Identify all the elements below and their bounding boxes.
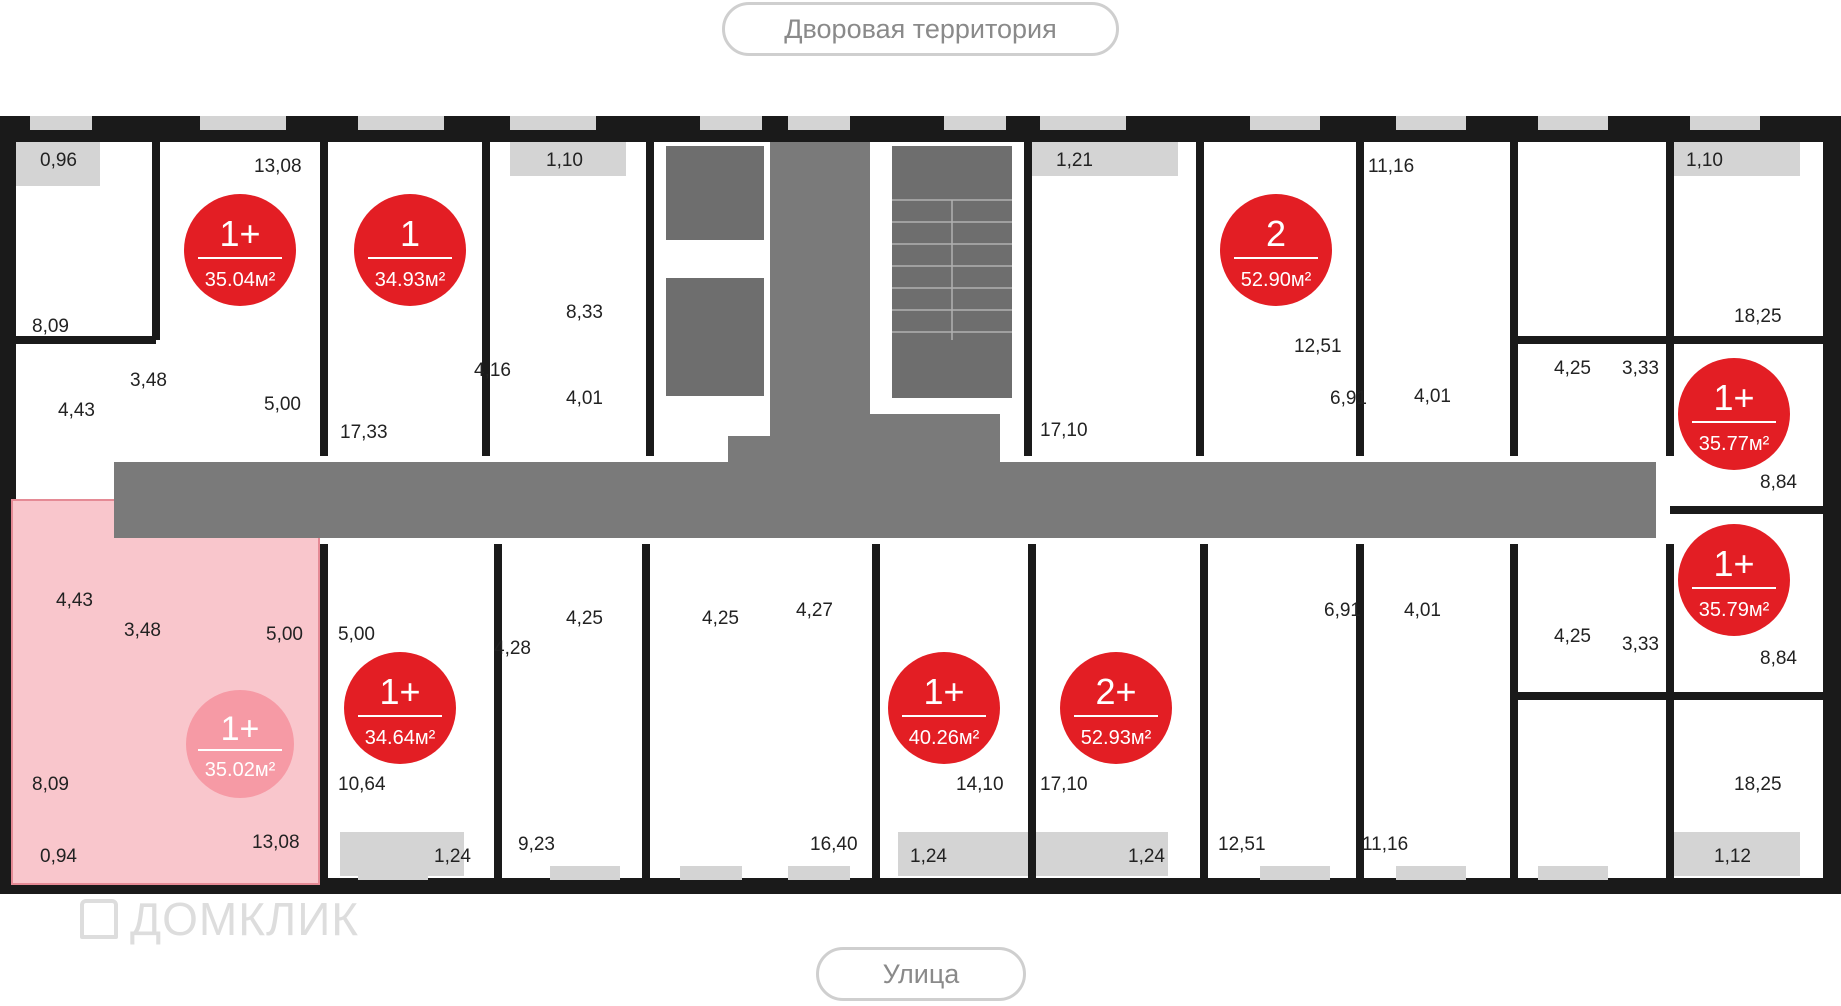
room-area: 4,01 [566,388,603,409]
room-area: 9,23 [518,834,555,855]
apartment-type: 1 [400,213,420,254]
apartment-type: 1+ [221,710,260,748]
watermark: ДОМКЛИК [80,892,359,946]
room-area: 17,10 [1040,420,1088,441]
room-area: 4,01 [1404,600,1441,621]
stair-landing [728,142,1000,462]
room-area-labels: 0,96 13,08 1,10 1,21 11,16 1,10 8,09 8,3… [32,150,1797,867]
apartment-type: 2 [1266,213,1286,254]
room-area: 17,33 [340,422,388,443]
room-area: 10,64 [338,774,386,795]
corridor [114,462,1656,538]
apartment-badge[interactable]: 1+ 40.26м² [888,652,1000,764]
room-area: 4,16 [474,360,511,381]
room-area: 0,96 [40,150,77,171]
apartment-area: 34.93м² [375,269,446,291]
room-area: 5,00 [338,624,375,645]
apartment-type: 1+ [1713,543,1754,584]
room-area: 3,48 [130,370,167,391]
stair-steps [892,199,1012,340]
room-area: 8,33 [566,302,603,323]
apartment-badge[interactable]: 1+ 34.64м² [344,652,456,764]
apartment-area: 52.93м² [1081,727,1152,749]
watermark-text: ДОМКЛИК [130,893,360,945]
room-area: 8,09 [32,316,69,337]
room-area: 8,84 [1760,472,1797,493]
apartment-badge-highlighted[interactable]: 1+ 35.02м² [186,690,294,798]
room-area: 4,28 [494,638,531,659]
room-area: 6,91 [1330,388,1367,409]
apartment-badge[interactable]: 1+ 35.79м² [1678,524,1790,636]
apartment-badge[interactable]: 1 34.93м² [354,194,466,306]
apartment-badge[interactable]: 2 52.90м² [1220,194,1332,306]
room-area: 18,25 [1734,306,1782,327]
room-area: 4,43 [56,590,93,611]
room-area: 13,08 [252,832,300,853]
apartment-badge[interactable]: 2+ 52.93м² [1060,652,1172,764]
room-area: 4,01 [1414,386,1451,407]
room-area: 12,51 [1294,336,1342,357]
room-area: 3,48 [124,620,161,641]
elevator-1 [666,146,764,240]
apartment-badge[interactable]: 1+ 35.77м² [1678,358,1790,470]
room-area: 14,10 [956,774,1004,795]
room-area: 4,27 [796,600,833,621]
apartment-type: 1+ [379,671,420,712]
apartment-type: 2+ [1095,671,1136,712]
room-area: 5,00 [266,624,303,645]
room-area: 1,21 [1056,150,1093,171]
courtyard-label: Дворовая территория [722,2,1119,56]
interior-walls [16,142,1823,878]
room-area: 4,25 [702,608,739,629]
room-area: 13,08 [254,156,302,177]
apartment-badge[interactable]: 1+ 35.04м² [184,194,296,306]
room-area: 11,16 [1362,834,1408,855]
apartment-area: 35.02м² [205,759,276,781]
room-area: 18,25 [1734,774,1782,795]
room-area: 3,33 [1622,358,1659,379]
apartment-area: 40.26м² [909,727,980,749]
room-area: 8,84 [1760,648,1797,669]
room-area: 8,09 [32,774,69,795]
top-windows [30,116,1760,130]
apartment-type: 1+ [1713,377,1754,418]
home-logo-icon [80,899,118,939]
room-area: 1,24 [434,846,471,867]
room-area: 1,10 [546,150,583,171]
room-area: 0,94 [40,846,77,867]
room-area: 11,16 [1368,156,1414,177]
street-label: Улица [816,947,1026,1001]
apartment-type: 1+ [923,671,964,712]
apartment-area: 34.64м² [365,727,436,749]
room-area: 12,51 [1218,834,1266,855]
room-area: 16,40 [810,834,858,855]
room-area: 3,33 [1622,634,1659,655]
highlight-apartment [11,499,320,885]
apartment-area: 52.90м² [1241,269,1312,291]
room-area: 4,25 [566,608,603,629]
room-area: 5,00 [264,394,301,415]
room-area: 6,91 [1324,600,1361,621]
room-area: 4,43 [58,400,95,421]
room-area: 1,24 [910,846,947,867]
room-area: 4,25 [1554,358,1591,379]
room-area: 17,10 [1040,774,1088,795]
room-area: 1,24 [1128,846,1165,867]
elevator-2 [666,278,764,396]
apartment-area: 35.77м² [1699,433,1770,455]
apartment-type: 1+ [219,213,260,254]
room-area: 1,10 [1686,150,1723,171]
room-area: 4,25 [1554,626,1591,647]
apartment-area: 35.04м² [205,269,276,291]
room-area: 1,12 [1714,846,1751,867]
apartment-area: 35.79м² [1699,599,1770,621]
